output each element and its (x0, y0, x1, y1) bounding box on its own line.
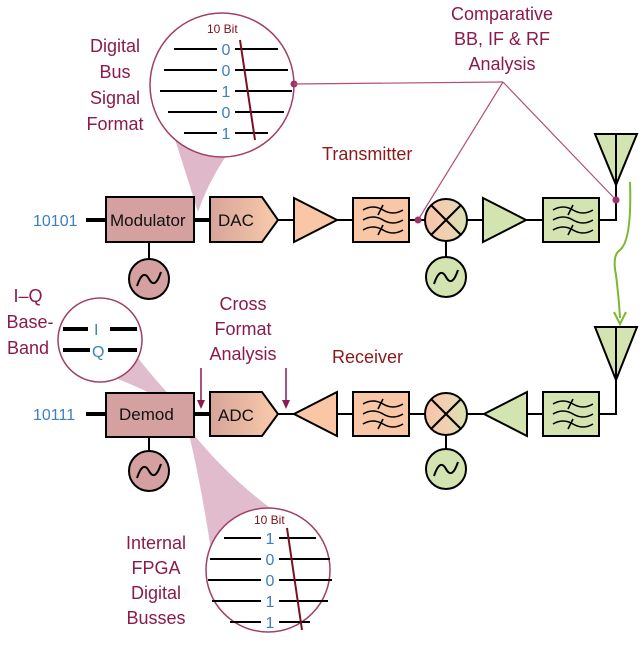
cross-format-analysis-label: Cross Format Analysis (209, 294, 276, 364)
rx-if-amplifier-icon (291, 390, 338, 438)
tx-lo-oscillator-icon (425, 256, 467, 298)
iq-zoom-circle: I Q (57, 297, 143, 383)
receiver-label: Receiver (332, 347, 403, 367)
rx-bus-zoom-circle: 10 Bit 1 0 0 1 1 (205, 507, 332, 633)
internal-fpga-busses-label: Internal FPGA Digital Busses (126, 533, 186, 628)
svg-text:FPGA: FPGA (131, 558, 180, 578)
tx-bit-value: 1 (222, 84, 231, 101)
rx-rf-filter-icon (542, 391, 600, 437)
rx-output-bits: 10111 (33, 407, 75, 424)
demod-oscillator-icon (128, 450, 170, 492)
tx-if-amplifier-icon (293, 196, 340, 244)
svg-text:Format: Format (86, 114, 143, 134)
tx-if-filter-icon (352, 197, 410, 243)
tx-rf-amplifier-icon (482, 196, 529, 244)
rx-bit-value: 0 (266, 573, 275, 590)
svg-text:Bus: Bus (99, 62, 130, 82)
digital-bus-signal-format-label: Digital Bus Signal Format (86, 36, 143, 134)
tx-bit-value: 0 (222, 63, 231, 80)
tx-rf-filter-icon (542, 197, 600, 243)
svg-text:Analysis: Analysis (209, 344, 276, 364)
svg-text:I–Q: I–Q (13, 286, 42, 306)
modulator-oscillator-icon (128, 258, 170, 300)
demod-block[interactable]: Demod (105, 392, 195, 438)
transmitter-chain: 10101 Modulator DAC (33, 133, 639, 300)
rf-probe-dot (612, 196, 620, 204)
tx-bit-value: 0 (222, 42, 231, 59)
rx-antenna-icon (593, 326, 639, 383)
rx-bit-value: 1 (266, 531, 275, 548)
comparative-analysis-label: Comparative BB, IF & RF Analysis (451, 4, 553, 74)
rx-lna-icon (481, 390, 528, 438)
tx-bus-width-label: 10 Bit (207, 22, 238, 36)
svg-text:Signal: Signal (90, 88, 140, 108)
iq-baseband-label: I–Q Base- Band (6, 286, 53, 358)
svg-text:Digital: Digital (90, 36, 140, 56)
svg-text:Digital: Digital (131, 583, 181, 603)
svg-text:Band: Band (7, 338, 49, 358)
rx-if-filter-icon (352, 391, 410, 437)
svg-text:Cross: Cross (219, 294, 266, 314)
svg-text:Comparative: Comparative (451, 4, 553, 24)
modulator-block[interactable]: Modulator (105, 196, 195, 243)
rx-bus-slash (286, 527, 303, 631)
tx-input-bits: 10101 (33, 213, 78, 230)
transmitter-label: Transmitter (322, 144, 412, 164)
svg-text:BB, IF & RF: BB, IF & RF (454, 29, 550, 49)
tx-mixer-icon (424, 198, 468, 242)
q-channel-label: Q (92, 344, 104, 361)
rx-mixer-icon (424, 392, 468, 436)
svg-text:Analysis: Analysis (468, 54, 535, 74)
dac-label: DAC (218, 211, 254, 230)
adc-label: ADC (218, 406, 254, 425)
demod-label: Demod (119, 405, 174, 424)
svg-text:Internal: Internal (126, 533, 186, 553)
tx-bus-slash (239, 39, 256, 141)
tx-bus-zoom-circle: 10 Bit 0 0 1 0 1 (149, 12, 298, 158)
receiver-chain: ADC Demod 10111 (33, 326, 639, 492)
svg-text:Busses: Busses (126, 608, 185, 628)
adc-block[interactable]: ADC (209, 391, 280, 437)
rx-callout-wedge (188, 430, 280, 600)
i-channel-label: I (94, 322, 98, 339)
tx-antenna-icon (593, 133, 639, 188)
if-probe-dot (414, 216, 422, 224)
tx-bit-value: 1 (222, 126, 231, 143)
svg-text:Format: Format (214, 319, 271, 339)
rx-bit-value: 1 (266, 615, 275, 632)
wireless-link-arrow (613, 181, 632, 319)
dac-block[interactable]: DAC (209, 196, 280, 243)
svg-text:Base-: Base- (6, 312, 53, 332)
rx-lo-oscillator-icon (425, 448, 467, 490)
rx-bus-width-label: 10 Bit (254, 513, 285, 527)
rx-bit-value: 0 (266, 552, 275, 569)
tx-bit-value: 0 (222, 105, 231, 122)
rx-bit-value: 1 (266, 594, 275, 611)
modulator-label: Modulator (110, 211, 186, 230)
comparative-analysis-pointers (293, 81, 617, 221)
